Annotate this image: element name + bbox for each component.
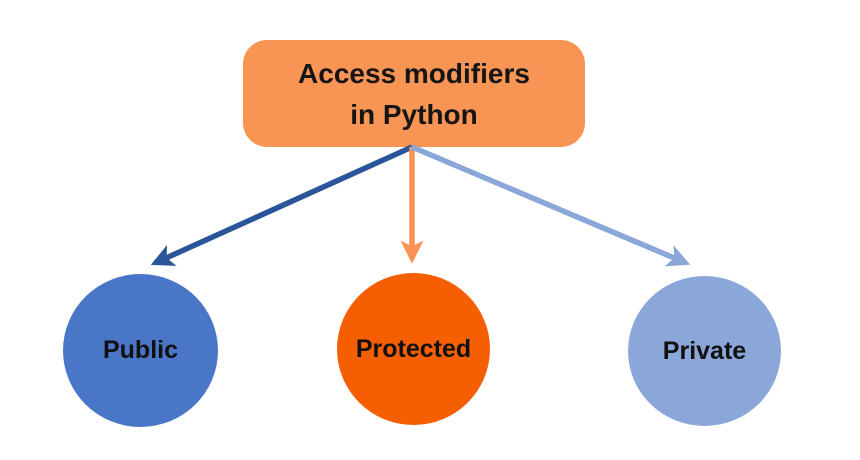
- title-line-1: Access modifiers: [298, 57, 530, 89]
- node-private: Private: [628, 276, 781, 426]
- node-protected-label: Protected: [355, 334, 472, 363]
- arrow-to-private: [410, 144, 691, 267]
- node-protected: Protected: [337, 273, 490, 425]
- arrow-to-public: [150, 144, 414, 266]
- node-public: Public: [63, 274, 218, 427]
- title-node: Access modifiers in Python: [243, 40, 585, 147]
- node-public-label: Public: [102, 336, 178, 364]
- title-line-2: in Python: [350, 98, 478, 130]
- node-private-label: Private: [662, 336, 747, 365]
